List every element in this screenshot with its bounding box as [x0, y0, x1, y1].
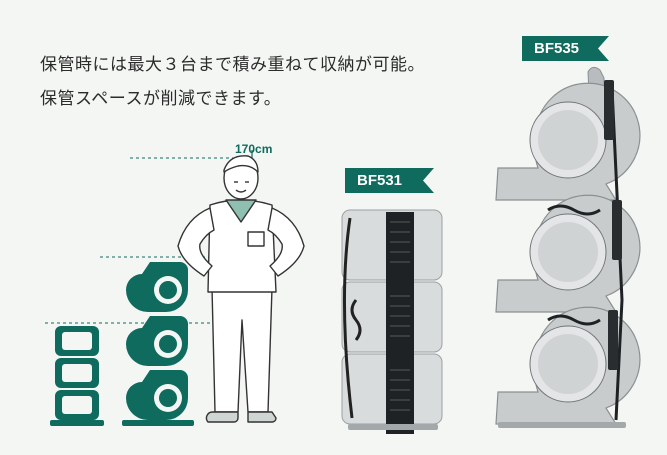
stacked-blower-icon — [122, 262, 194, 426]
person-outline-icon — [177, 155, 305, 423]
model-tag-bf535: BF535 — [522, 36, 609, 61]
storage-caption: 保管時には最大３台まで積み重ねて収納が可能。 保管スペースが削減できます。 — [40, 48, 490, 116]
stacked-flat-blower-icon — [50, 326, 104, 426]
height-label: 170cm — [235, 142, 273, 156]
model-tag-bf531: BF531 — [345, 168, 434, 193]
caption-line-1: 保管時には最大３台まで積み重ねて収納が可能。 — [40, 55, 425, 75]
caption-line-2: 保管スペースが削減できます。 — [40, 89, 282, 109]
blower-bf531-photo — [341, 209, 443, 434]
blower-bf535-photo — [495, 66, 641, 428]
